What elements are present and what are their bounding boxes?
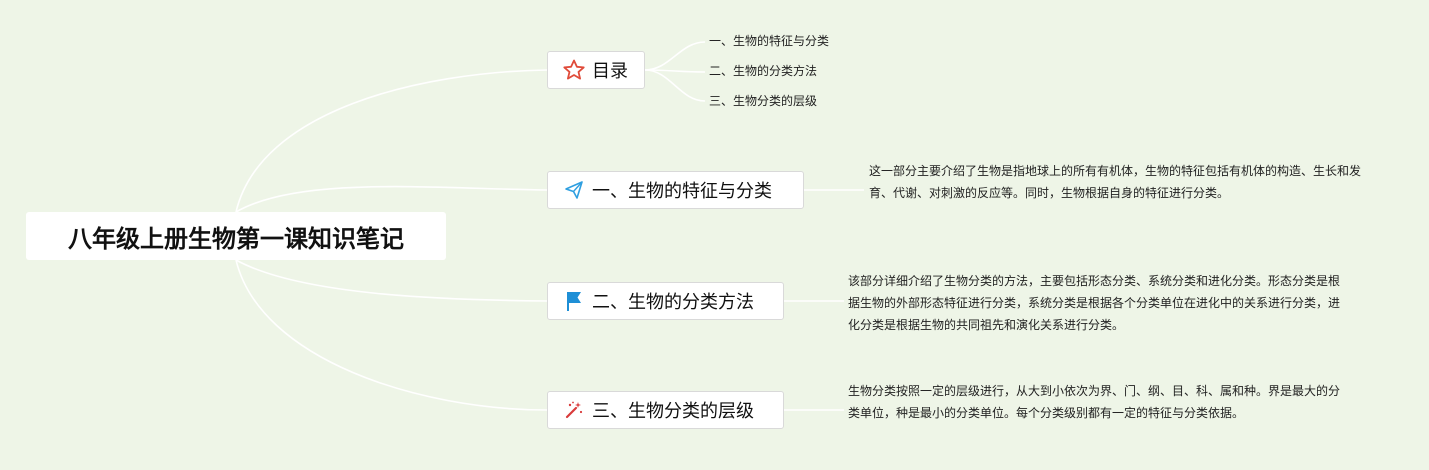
topic-characteristics-label: 一、生物的特征与分类: [592, 181, 772, 202]
topic-characteristics[interactable]: 一、生物的特征与分类: [547, 171, 804, 209]
paper-plane-icon: [562, 178, 586, 202]
topic-methods[interactable]: 二、生物的分类方法: [547, 282, 784, 320]
star-icon: [562, 58, 586, 82]
toc-item-2[interactable]: 二、生物的分类方法: [709, 64, 818, 78]
toc-item-3[interactable]: 三、生物分类的层级: [709, 94, 818, 108]
topic-characteristics-note: 这一部分主要介绍了生物是指地球上的所有有机体，生物的特征包括有机体的构造、生长和…: [869, 164, 1362, 200]
topic-hierarchy-label: 三、生物分类的层级: [592, 401, 754, 422]
topic-methods-note: 该部分详细介绍了生物分类的方法，主要包括形态分类、系统分类和进化分类。形态分类是…: [848, 274, 1341, 332]
topic-methods-label: 二、生物的分类方法: [592, 292, 754, 313]
topic-hierarchy[interactable]: 三、生物分类的层级: [547, 391, 784, 429]
topic-hierarchy-note: 生物分类按照一定的层级进行，从大到小依次为界、门、纲、目、科、属和种。界是最大的…: [848, 384, 1341, 420]
root-title: 八年级上册生物第一课知识笔记: [68, 224, 404, 253]
magic-wand-icon: [562, 398, 586, 422]
flag-icon: [562, 289, 586, 313]
root-topic[interactable]: 八年级上册生物第一课知识笔记: [26, 212, 446, 260]
toc-item-1[interactable]: 一、生物的特征与分类: [709, 34, 830, 48]
topic-toc[interactable]: 目录: [547, 51, 645, 89]
topic-toc-label: 目录: [592, 61, 628, 82]
